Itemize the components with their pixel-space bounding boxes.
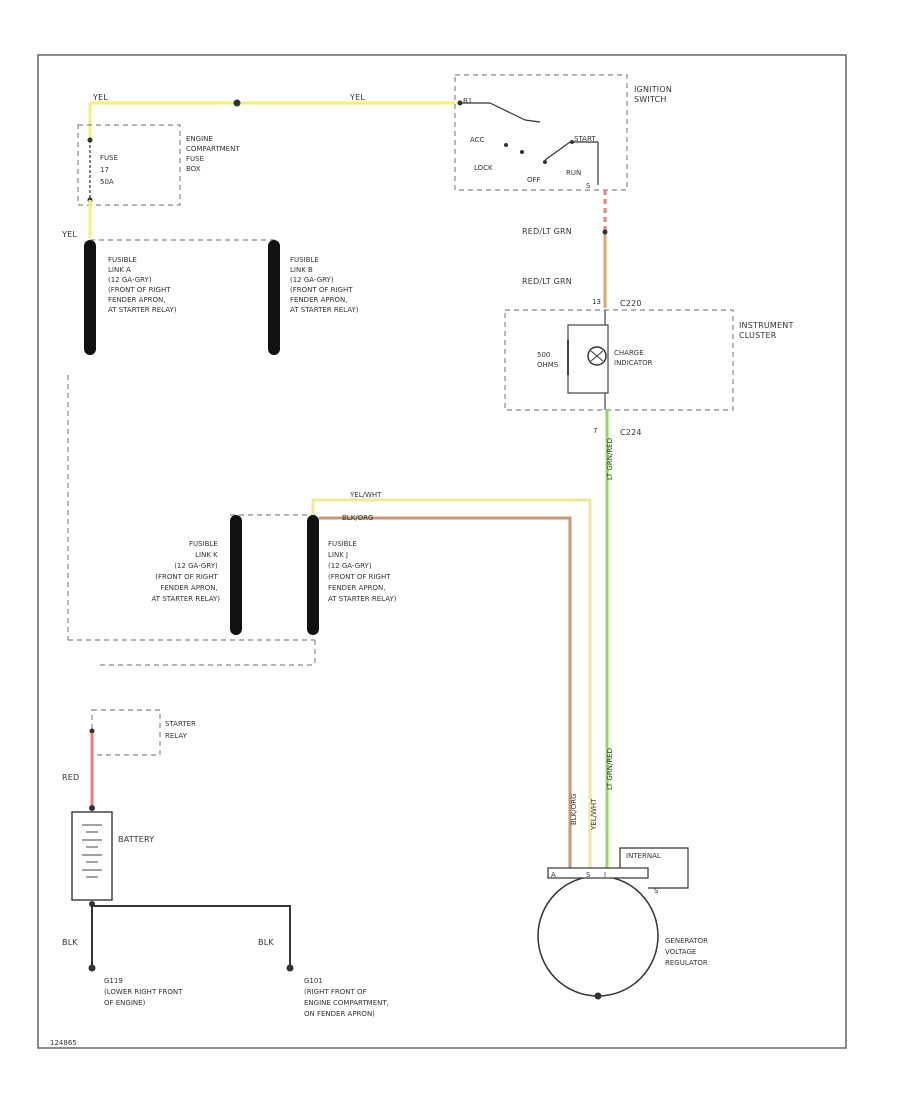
blk-ground-wires: BLK BLK G119 (LOWER RIGHT FRONT OF ENGIN… [62,901,391,1018]
terminal-i: I [604,871,606,879]
starter-relay: STARTER RELAY [89,709,198,756]
yel-wht-wire: YEL/WHT YEL/WHT [311,491,598,870]
wire-label-blk: BLK [62,938,78,947]
internal-label: INTERNAL [626,852,661,860]
battery-label: BATTERY [118,835,154,844]
fusible-link-b-label: FUSIBLE LINK B (12 GA-GRY) (FRONT OF RIG… [290,256,359,314]
fusible-link-k [230,515,242,635]
fuse-17-label: FUSE 17 50A [100,154,120,186]
fusible-link-k-label: FUSIBLE LINK K (12 GA-GRY) (FRONT OF RIG… [152,540,221,603]
fusible-link-j-label: FUSIBLE LINK J (12 GA-GRY) (FRONT OF RIG… [328,540,397,603]
wire-label-yel: YEL [349,93,365,102]
wire-label-lt-grn-red: LT GRN/RED [606,748,614,790]
ground-g101-icon [286,964,294,972]
lt-grn-red-wire: LT GRN/RED LT GRN/RED [605,410,614,870]
wire-label-red-lt-grn: RED/LT GRN [522,277,572,286]
fusible-links-k-j: FUSIBLE LINK K (12 GA-GRY) (FRONT OF RIG… [68,514,397,666]
pin-7: 7 [593,427,597,435]
fusible-link-j [307,515,319,635]
ignition-switch-label: IGNITION SWITCH [634,85,675,104]
starter-relay-label: STARTER RELAY [165,720,198,740]
wire-label-yel-wht: YEL/WHT [590,798,598,831]
terminal-b1: B1 [463,97,472,105]
connector-c224: C224 [620,428,642,437]
wire-label-blk-org: BLK/ORG [342,514,373,522]
terminal-s: S [586,871,591,879]
fusible-links-a-b: FUSIBLE LINK A (12 GA-GRY) (FRONT OF RIG… [67,239,359,640]
generator-label: GENERATOR VOLTAGE REGULATOR [665,937,710,967]
instrument-cluster-label: INSTRUMENT CLUSTER [739,321,796,340]
red-battery-cable: RED [62,733,95,811]
wire-label-blk: BLK [258,938,274,947]
fusible-link-a [84,240,96,355]
fusible-link-a-label: FUSIBLE LINK A (12 GA-GRY) (FRONT OF RIG… [108,256,177,314]
ignition-switch: B1 ACC LOCK OFF RUN START S IGNITION SWI… [454,74,675,191]
switch-pos-lock: LOCK [474,164,493,172]
instrument-cluster: 500 OHMS CHARGE INDICATOR INSTRUMENT CLU… [504,309,796,437]
red-lt-grn-wire: RED/LT GRN RED/LT GRN 13 C220 [522,190,642,308]
switch-pos-off: OFF [527,176,541,184]
ground-g119-label: G119 (LOWER RIGHT FRONT OF ENGINE) [104,977,185,1007]
terminal-internal-marker: S [654,887,659,895]
wire-label-yel-wht: YEL/WHT [349,491,382,499]
switch-pos-acc: ACC [470,136,485,144]
wire-label-yel: YEL [61,230,77,239]
battery: BATTERY [71,811,154,901]
wire-label-lt-grn-red: LT GRN/RED [606,438,614,480]
resistor-500-ohms-label: 500 OHMS [537,351,559,369]
wire-label-yel: YEL [92,93,108,102]
ground-g101-label: G101 (RIGHT FRONT OF ENGINE COMPARTMENT,… [304,977,391,1018]
diagram-frame [37,54,847,1049]
charge-indicator-label: CHARGE INDICATOR [614,349,653,367]
switch-pos-start: START [574,135,596,143]
fuse-box-label: ENGINE COMPARTMENT FUSE BOX [186,135,242,173]
connector-c220: C220 [620,299,642,308]
splice-dot [233,99,241,107]
terminal-a: A [551,871,556,879]
terminal-s: S [586,182,591,190]
blk-org-wire: BLK/ORG BLK/ORG [319,514,578,870]
yel-wire-top: YEL YEL [88,93,455,140]
figure-id: 124865 [50,1039,77,1047]
wire-label-blk-org: BLK/ORG [570,794,578,825]
switch-pos-run: RUN [566,169,581,177]
engine-compartment-fuse-box: FUSE 17 50A ENGINE COMPARTMENT FUSE BOX [77,124,242,206]
ground-g119-icon [88,964,96,972]
generator-voltage-regulator: INTERNAL S A S I GENERATOR VOLTAGE REGUL… [537,847,710,1000]
fusible-link-b [268,240,280,355]
pin-13: 13 [592,298,601,306]
wire-label-red: RED [62,773,79,782]
wire-label-red-lt-grn: RED/LT GRN [522,227,572,236]
